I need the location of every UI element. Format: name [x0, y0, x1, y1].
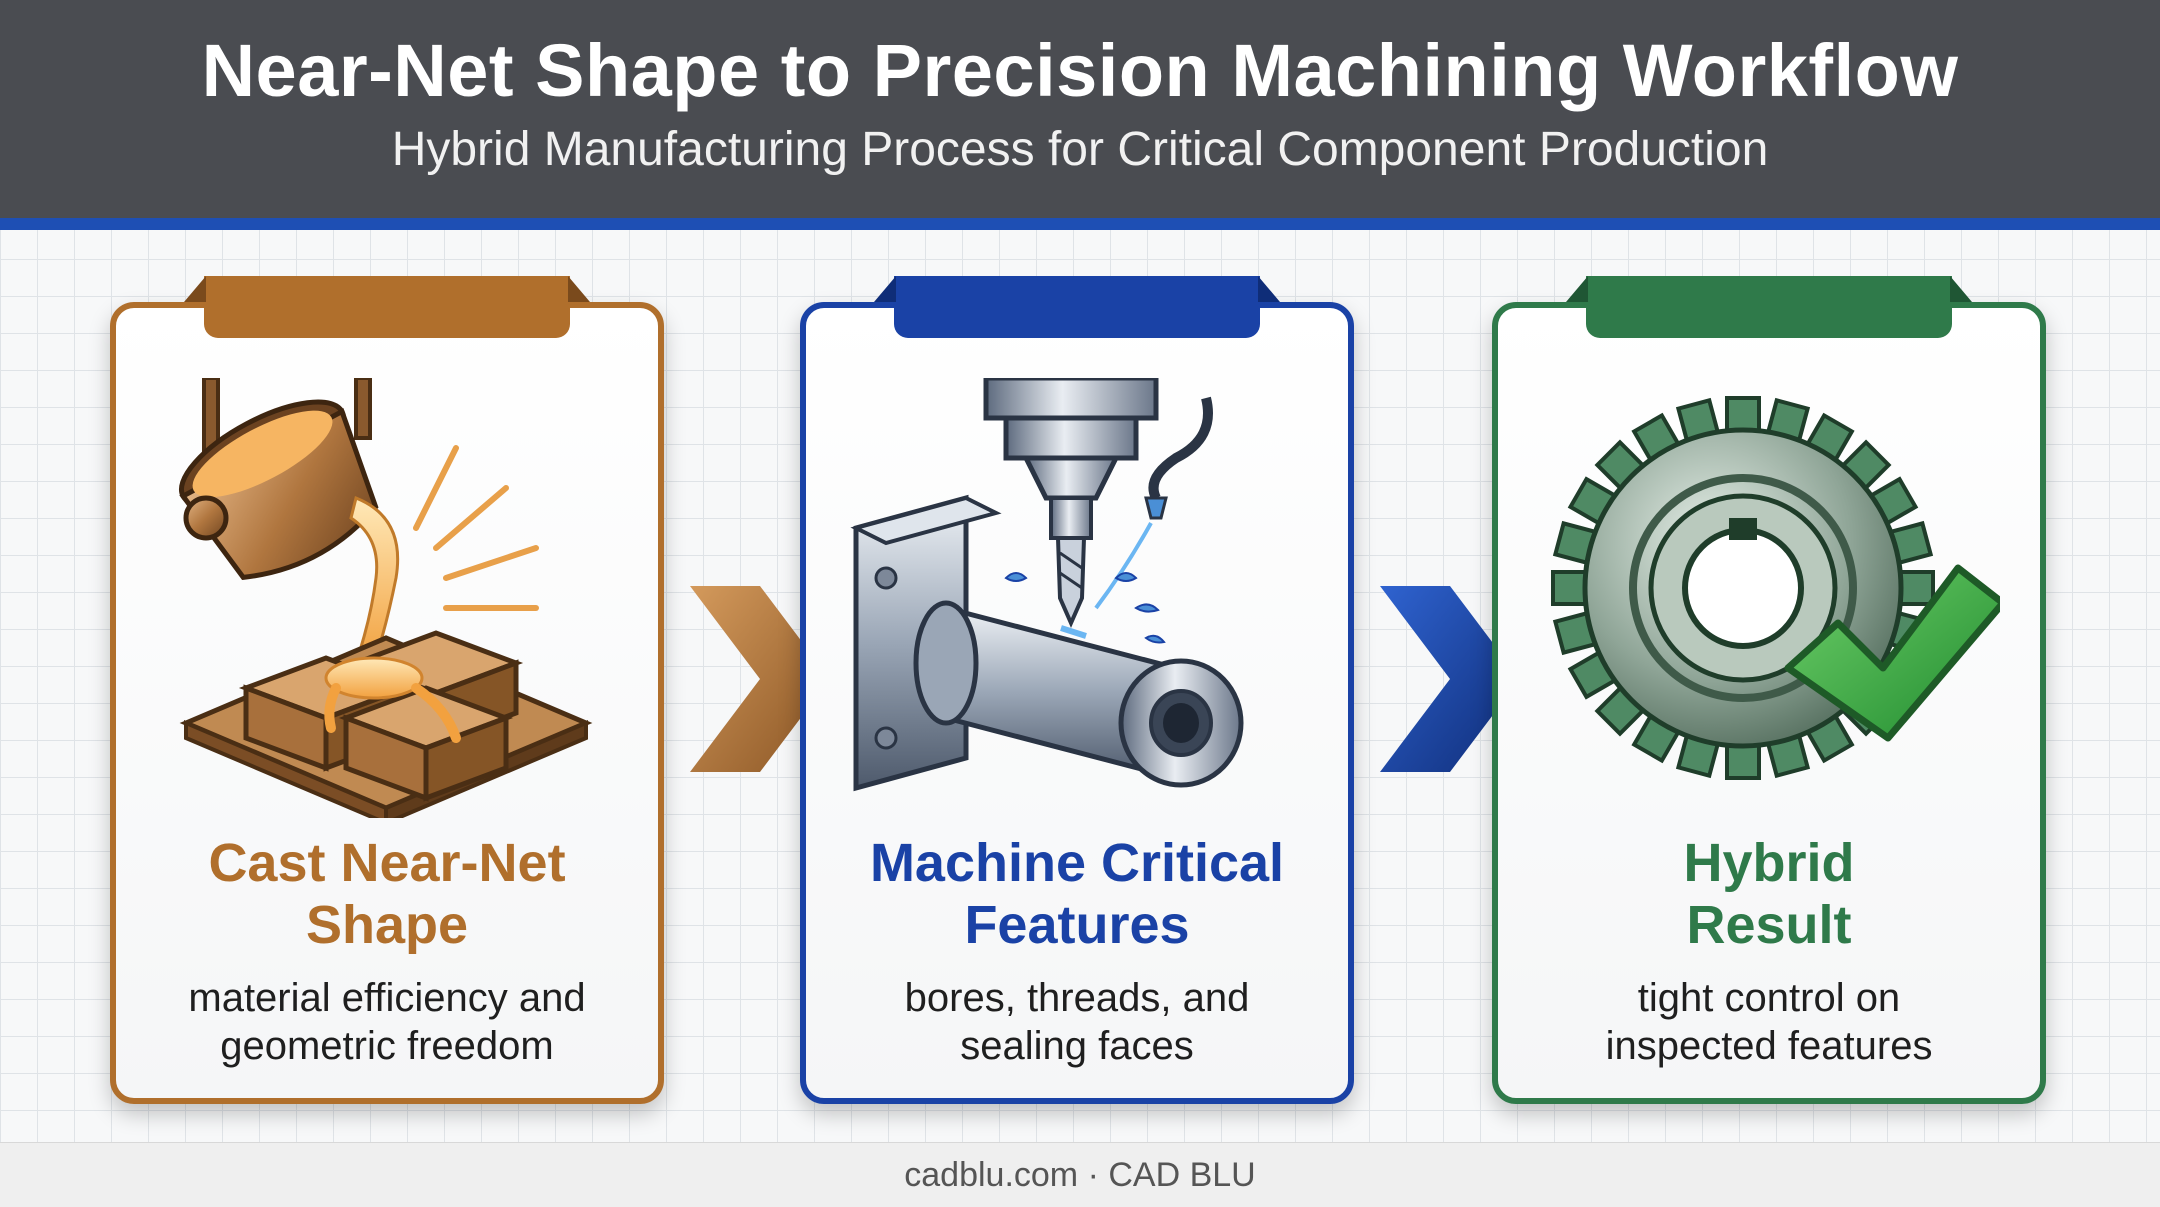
footer-credit: cadblu.com · CAD BLU: [0, 1142, 2160, 1207]
step-title-line: Result: [1686, 895, 1852, 955]
page-title: Near-Net Shape to Precision Machining Wo…: [201, 29, 1959, 112]
step-title-line: Machine Critical: [869, 833, 1285, 893]
step-card-machine: Machine Critical Features bores, threads…: [800, 302, 1354, 1104]
page-subtitle: Hybrid Manufacturing Process for Critica…: [391, 123, 1769, 176]
chevron-right-icon: [1380, 586, 1520, 772]
casting-ladle-icon: [178, 378, 593, 818]
step-desc-result: tight control on inspected features: [1508, 974, 2030, 1070]
step-desc-cast: material efficiency and geometric freedo…: [126, 974, 648, 1070]
step-title-line: Shape: [305, 895, 469, 955]
step-card-cast: Cast Near-Net Shape material efficiency …: [110, 302, 664, 1104]
step-desc-line: sealing faces: [960, 1024, 1194, 1068]
header-banner: Near-Net Shape to Precision Machining Wo…: [0, 0, 2160, 230]
gear-check-icon: [1551, 396, 2000, 780]
card-tab-cast: [204, 276, 570, 338]
step-desc-line: material efficiency and: [188, 976, 586, 1020]
step-title-line: Cast Near-Net: [208, 833, 566, 893]
step-desc-line: tight control on: [1637, 976, 1901, 1020]
step-desc-line: bores, threads, and: [904, 976, 1250, 1020]
chevron-right-icon: [690, 586, 830, 772]
step-title-cast: Cast Near-Net Shape: [126, 832, 648, 956]
step-title-machine: Machine Critical Features: [816, 832, 1338, 956]
step-desc-line: geometric freedom: [220, 1024, 554, 1068]
step-card-result: Hybrid Result tight control on inspected…: [1492, 302, 2046, 1104]
step-title-line: Features: [964, 895, 1190, 955]
card-tab-machine: [894, 276, 1260, 338]
step-title-line: Hybrid: [1683, 833, 1855, 893]
cnc-drill-icon: [850, 378, 1244, 792]
step-title-result: Hybrid Result: [1508, 832, 2030, 956]
step-desc-machine: bores, threads, and sealing faces: [816, 974, 1338, 1070]
card-tab-result: [1586, 276, 1952, 338]
step-desc-line: inspected features: [1605, 1024, 1933, 1068]
